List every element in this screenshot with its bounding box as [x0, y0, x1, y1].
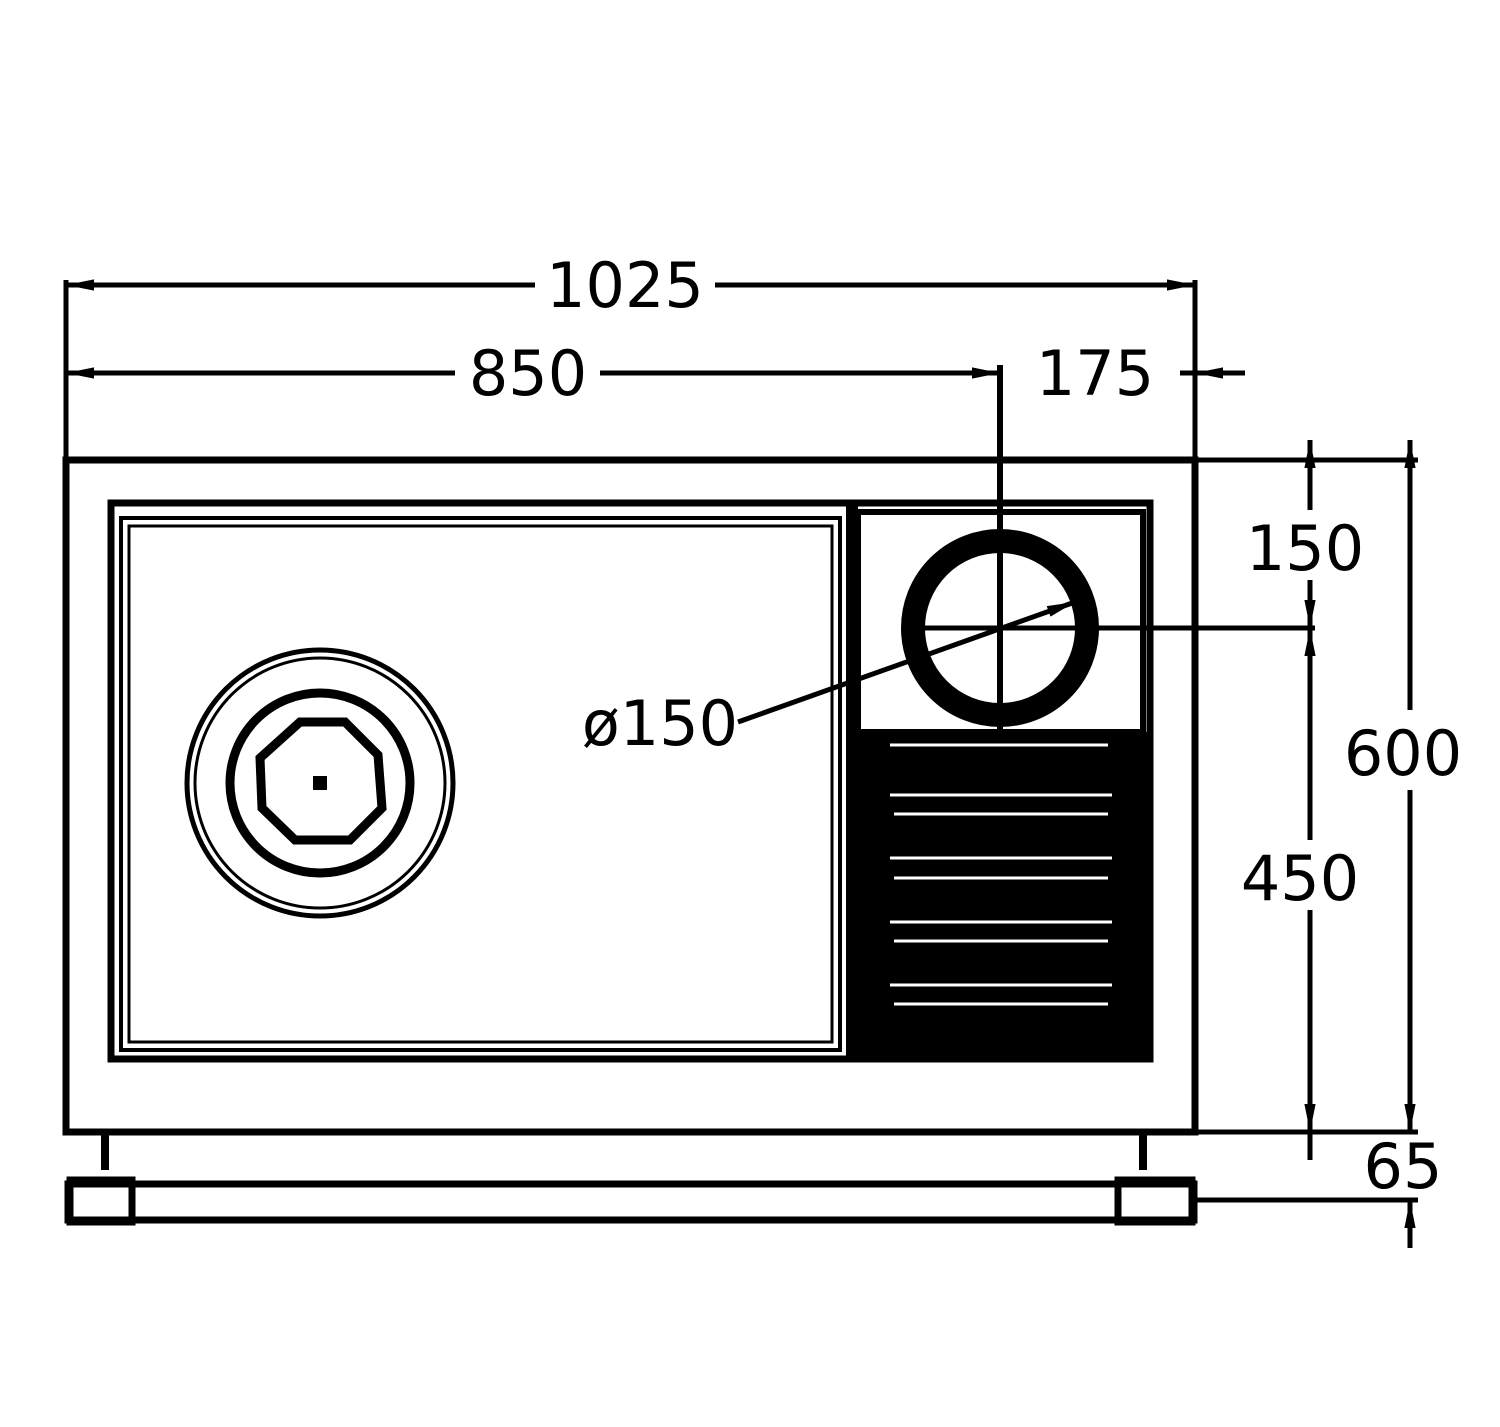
drain-icon	[184, 647, 456, 919]
dim-base-height: 65	[1364, 1130, 1443, 1203]
dim-bowl-width: 850	[469, 337, 587, 410]
drainboard-ribs	[890, 743, 1112, 1006]
bowl-inner	[127, 524, 834, 1044]
dimension-lines	[66, 279, 1416, 1248]
dim-lower-depth: 450	[1241, 842, 1359, 915]
dim-top-offset: 150	[1246, 512, 1364, 585]
dim-overall-width: 1025	[546, 249, 704, 322]
dim-drainer-width: 175	[1036, 337, 1154, 410]
bowl-outer	[119, 516, 842, 1052]
dim-overall-depth: 600	[1344, 717, 1462, 790]
sink-top-outline	[107, 499, 1154, 1063]
dim-tap-hole-diameter: ø150	[582, 687, 738, 760]
drainboard	[858, 732, 1149, 1058]
base-plinth	[64, 1135, 1198, 1226]
